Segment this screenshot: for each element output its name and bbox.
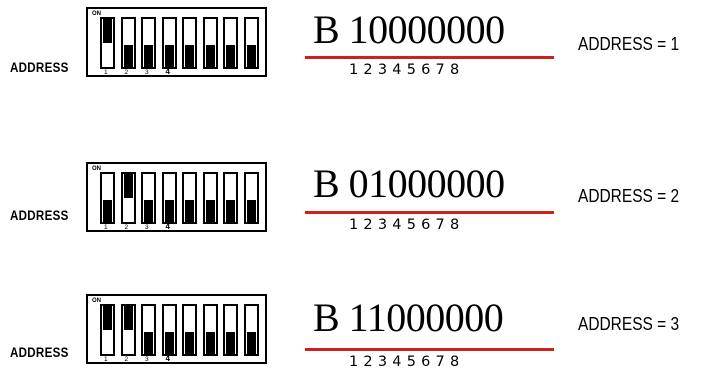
dip-switch-5 — [182, 17, 197, 69]
binary-value: B 10000000 — [313, 7, 505, 52]
dip-switch-3 — [141, 17, 156, 69]
dip-switch-3 — [141, 304, 156, 356]
address-result: ADDRESS = 1 — [578, 34, 680, 54]
dip-switch-knob — [103, 200, 112, 224]
dip-switch-block: ON 1 2 3 4 — [86, 162, 267, 232]
dip-switch-8 — [243, 172, 259, 224]
dip-switch-knob — [103, 19, 112, 43]
dip-switch-1 — [100, 172, 115, 224]
dip-switch-number: 1 — [104, 224, 108, 231]
dip-switch-knob — [226, 45, 235, 69]
dip-switch-number: 1 — [104, 69, 108, 76]
dip-switch-7 — [223, 17, 238, 69]
red-underline — [305, 56, 554, 59]
dip-switch-knob — [246, 200, 256, 224]
dip-switch-4 — [161, 304, 177, 356]
dip-switch-knob — [226, 332, 235, 356]
dip-switch-knob — [123, 306, 133, 330]
address-result: ADDRESS = 2 — [578, 186, 680, 206]
dip-switch-knob — [123, 174, 133, 198]
dip-switch-number: 3 — [145, 69, 149, 76]
dip-on-label: ON — [92, 11, 101, 17]
dip-switch-4 — [161, 17, 177, 69]
dip-switch-number: 3 — [145, 224, 149, 231]
dip-switch-number: 4 — [165, 354, 170, 363]
address-label: ADDRESS — [10, 345, 69, 360]
binary-value: B 11000000 — [313, 295, 504, 340]
address-label: ADDRESS — [10, 60, 69, 75]
dip-switch-knob — [144, 45, 153, 69]
dip-switch-knob — [205, 200, 215, 224]
dip-switch-2 — [120, 304, 136, 356]
dip-switch-8 — [243, 304, 259, 356]
dip-switch-6 — [202, 304, 218, 356]
red-underline — [305, 348, 554, 351]
dip-switch-4 — [161, 172, 177, 224]
dip-switch-knob — [164, 45, 174, 69]
address-label: ADDRESS — [10, 208, 69, 223]
address-result: ADDRESS = 3 — [578, 314, 680, 334]
dip-switch-knob — [185, 45, 194, 69]
dip-switch-knob — [144, 200, 153, 224]
dip-switch-5 — [182, 304, 197, 356]
dip-on-label: ON — [92, 166, 101, 172]
dip-switch-number: 2 — [124, 356, 129, 363]
dip-switch-2 — [120, 172, 136, 224]
dip-switch-number: 2 — [124, 69, 129, 76]
dip-switch-1 — [100, 304, 115, 356]
dip-switch-knob — [205, 332, 215, 356]
dip-switch-knob — [246, 332, 256, 356]
dip-switch-number: 4 — [165, 67, 170, 76]
dip-switch-knob — [123, 45, 133, 69]
dip-switch-2 — [120, 17, 136, 69]
dip-switch-knob — [226, 200, 235, 224]
dip-switch-number: 2 — [124, 224, 129, 231]
binary-value: B 01000000 — [313, 161, 505, 206]
dip-switch-knob — [185, 200, 194, 224]
dip-switch-6 — [202, 172, 218, 224]
dip-switch-block: ON 1 2 3 4 — [86, 7, 267, 77]
dip-switch-number: 1 — [104, 356, 108, 363]
dip-switch-knob — [144, 332, 153, 356]
red-underline — [305, 211, 554, 214]
dip-switch-3 — [141, 172, 156, 224]
dip-switch-knob — [103, 306, 112, 330]
bit-position-numbers: 12345678 — [349, 217, 465, 233]
dip-switch-1 — [100, 17, 115, 69]
dip-switch-8 — [243, 17, 259, 69]
dip-switch-7 — [223, 304, 238, 356]
bit-position-numbers: 12345678 — [349, 62, 465, 78]
dip-switch-knob — [185, 332, 194, 356]
dip-switch-6 — [202, 17, 218, 69]
bit-position-numbers: 12345678 — [349, 354, 465, 370]
dip-switch-block: ON 1 2 3 4 — [86, 294, 267, 364]
dip-switch-knob — [164, 332, 174, 356]
dip-switch-7 — [223, 172, 238, 224]
dip-switch-5 — [182, 172, 197, 224]
dip-on-label: ON — [92, 298, 101, 304]
dip-switch-number: 4 — [165, 222, 170, 231]
dip-switch-knob — [205, 45, 215, 69]
dip-switch-knob — [246, 45, 256, 69]
dip-switch-knob — [164, 200, 174, 224]
dip-switch-number: 3 — [145, 356, 149, 363]
